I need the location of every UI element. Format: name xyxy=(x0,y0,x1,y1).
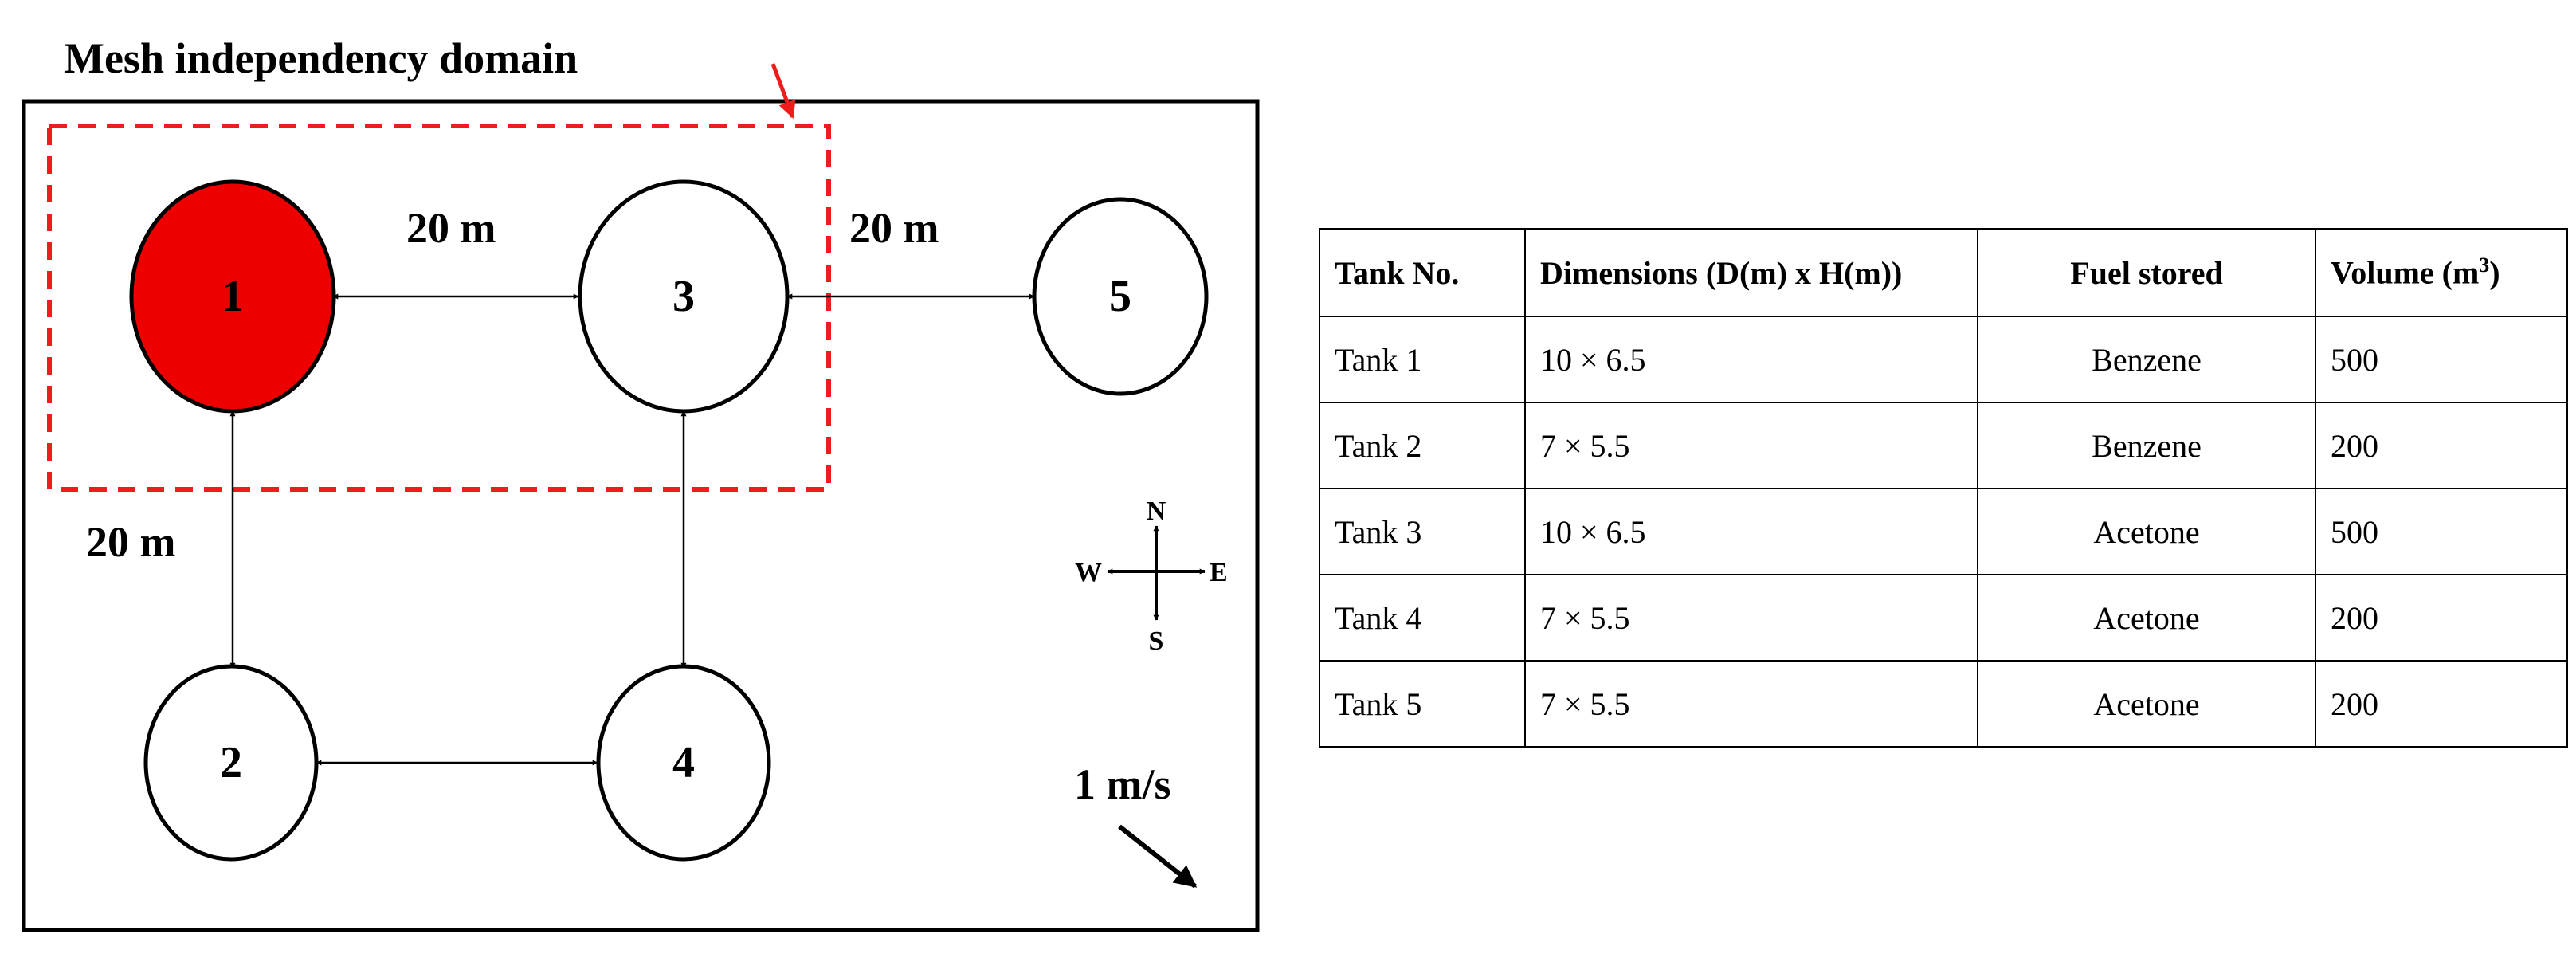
tank-1: 1 xyxy=(129,179,336,414)
mesh-domain-pointer-arrow xyxy=(770,63,796,120)
cell-dimensions: 7 × 5.5 xyxy=(1524,402,1978,489)
cell-fuel: Acetone xyxy=(1977,574,2316,662)
table-row: Tank 1 10 × 6.5 Benzene 500 xyxy=(1319,316,2568,403)
header-volume-superscript: 3 xyxy=(2479,253,2490,277)
cell-volume: 500 xyxy=(2315,488,2568,575)
wind-direction-arrow xyxy=(1118,824,1198,889)
header-dimensions: Dimensions (D(m) x H(m)) xyxy=(1524,228,1978,317)
header-fuel-stored: Fuel stored xyxy=(1977,228,2316,317)
cell-volume: 200 xyxy=(2315,402,2568,489)
compass-rose: N S W E xyxy=(1075,497,1228,656)
cell-dimensions: 10 × 6.5 xyxy=(1524,316,1978,403)
cell-tank: Tank 5 xyxy=(1319,660,1526,748)
cell-dimensions: 7 × 5.5 xyxy=(1524,660,1978,748)
cell-fuel: Benzene xyxy=(1977,316,2316,403)
compass-east-label: E xyxy=(1210,558,1228,587)
compass-north-label: N xyxy=(1147,497,1166,526)
tank-2-circle xyxy=(143,664,319,862)
cell-volume: 200 xyxy=(2315,660,2568,748)
spacing-label-3-5: 20 m xyxy=(849,204,939,252)
cell-fuel: Benzene xyxy=(1977,402,2316,489)
table-row: Tank 5 7 × 5.5 Acetone 200 xyxy=(1319,660,2568,748)
tank-1-label: 1 xyxy=(222,272,244,321)
tank-1-circle xyxy=(129,179,336,414)
table-header-row: Tank No. Dimensions (D(m) x H(m)) Fuel s… xyxy=(1319,228,2568,317)
header-tank-no: Tank No. xyxy=(1319,228,1526,317)
tank-3: 3 xyxy=(578,179,790,414)
cell-tank: Tank 4 xyxy=(1319,574,1526,662)
compass-west-label: W xyxy=(1075,558,1102,587)
cell-tank: Tank 2 xyxy=(1319,402,1526,489)
mesh-domain-label: Mesh independency domain xyxy=(64,34,578,82)
cell-tank: Tank 3 xyxy=(1319,488,1526,575)
table-row: Tank 4 7 × 5.5 Acetone 200 xyxy=(1319,574,2568,662)
tank-4-circle xyxy=(596,664,771,862)
cell-fuel: Acetone xyxy=(1977,488,2316,575)
cell-fuel: Acetone xyxy=(1977,660,2316,748)
tank-5-circle xyxy=(1032,197,1209,396)
spacing-label-1-3: 20 m xyxy=(406,204,496,252)
cell-volume: 500 xyxy=(2315,316,2568,403)
table-row: Tank 2 7 × 5.5 Benzene 200 xyxy=(1319,402,2568,489)
wind-speed-label: 1 m/s xyxy=(1074,760,1171,808)
tank-specifications-table-wrap: Tank No. Dimensions (D(m) x H(m)) Fuel s… xyxy=(1319,228,2568,748)
tank-4-label: 4 xyxy=(672,738,695,787)
tank-4: 4 xyxy=(596,664,771,862)
tank-layout-diagram: Mesh independency domain 1 3 5 2 4 20 m … xyxy=(22,34,1260,932)
header-volume: Volume (m3) xyxy=(2315,228,2568,317)
tank-5: 5 xyxy=(1032,197,1209,396)
cell-tank: Tank 1 xyxy=(1319,316,1526,403)
cell-volume: 200 xyxy=(2315,574,2568,662)
tank-specifications-table: Tank No. Dimensions (D(m) x H(m)) Fuel s… xyxy=(1319,228,2568,748)
cell-dimensions: 7 × 5.5 xyxy=(1524,574,1978,662)
tank-5-label: 5 xyxy=(1109,272,1131,321)
tank-3-label: 3 xyxy=(672,272,695,321)
compass-south-label: S xyxy=(1149,626,1164,656)
tank-2: 2 xyxy=(143,664,319,862)
header-volume-close: ) xyxy=(2489,254,2500,291)
table-row: Tank 3 10 × 6.5 Acetone 500 xyxy=(1319,488,2568,575)
cell-dimensions: 10 × 6.5 xyxy=(1524,488,1978,575)
spacing-label-1-2: 20 m xyxy=(86,518,176,566)
tank-3-circle xyxy=(578,179,790,414)
site-boundary xyxy=(22,99,1260,932)
header-volume-text: Volume (m xyxy=(2331,254,2480,291)
mesh-independency-domain xyxy=(47,124,831,492)
tank-2-label: 2 xyxy=(220,738,242,787)
